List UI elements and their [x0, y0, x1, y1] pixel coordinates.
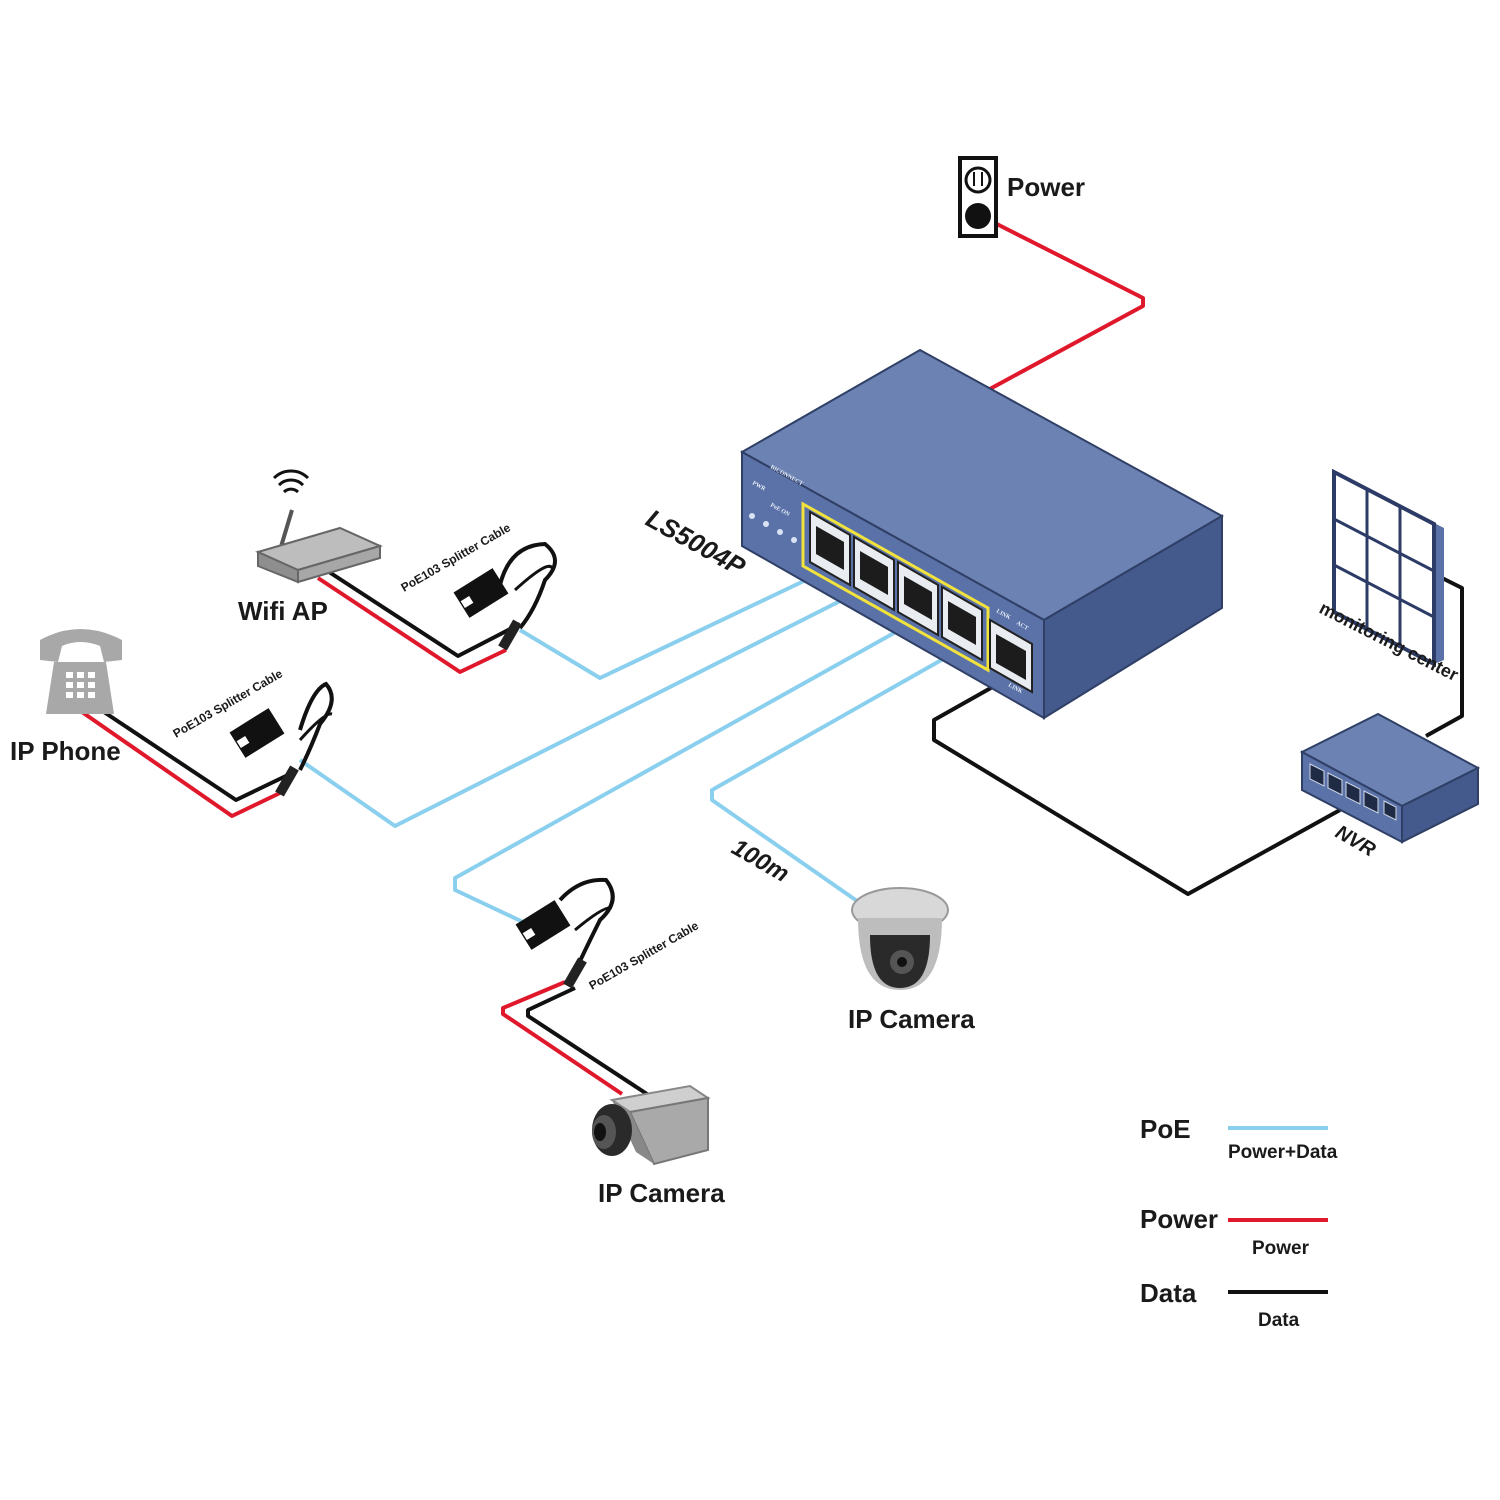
ip-camera-dome-label: IP Camera	[848, 1004, 975, 1034]
box-camera: IP Camera	[592, 1084, 725, 1208]
uplink-port[interactable]	[989, 618, 1033, 694]
box-camera-icon	[628, 1096, 709, 1166]
splitter-icon	[453, 568, 509, 618]
data-cable-box-camera	[526, 986, 652, 1098]
power-cable-box-camera	[501, 980, 624, 1096]
poe-port-2[interactable]	[853, 535, 895, 612]
led-2	[763, 521, 769, 527]
ip-phone: IP Phone	[10, 629, 122, 766]
legend-desc-poe: Power+Data	[1228, 1142, 1338, 1163]
power-outlet: Power	[958, 156, 1085, 238]
led-3	[777, 529, 783, 535]
telephone-icon	[40, 629, 122, 662]
data-cables	[102, 568, 1464, 1098]
poe-cable-phone	[298, 593, 853, 828]
monitoring-center: monitoring center	[1316, 468, 1462, 685]
nvr: NVR	[1299, 712, 1481, 862]
data-cable-nvr	[932, 678, 1341, 896]
power-cable-mains	[984, 216, 1145, 392]
ip-phone-label: IP Phone	[10, 736, 121, 766]
wifi-ap: Wifi AP	[238, 469, 383, 626]
poe-cable-box-camera	[453, 626, 904, 932]
switch-model-label: LS5004P	[641, 503, 751, 582]
poe-cable-wifi	[518, 578, 807, 680]
ip-camera-box-label: IP Camera	[598, 1178, 725, 1208]
poe-port-group-outline	[801, 501, 990, 673]
distance-label: 100m	[727, 834, 794, 888]
splitter-box-camera: PoE103 Splitter Cable	[515, 877, 702, 993]
dome-camera: IP Camera	[848, 887, 975, 1034]
power-cable-phone	[80, 710, 283, 818]
poe-switch: BICONNECT PWR PoE ON LINK ACT LINK	[641, 348, 1225, 720]
uplink-label-act: ACT	[1015, 621, 1029, 632]
legend-desc-power: Power	[1252, 1238, 1310, 1259]
poe-cables	[298, 578, 953, 932]
poe-port-4[interactable]	[941, 585, 983, 662]
poe-port-3[interactable]	[897, 560, 939, 637]
wifi-ap-label: Wifi AP	[238, 596, 328, 626]
legend-key-poe: PoE	[1140, 1114, 1191, 1144]
legend-key-data: Data	[1140, 1278, 1197, 1308]
legend-item-poe: PoE Power+Data	[1140, 1114, 1338, 1163]
power-cable-wifi	[316, 576, 507, 674]
data-cable-wifi	[324, 568, 521, 658]
data-cable-phone	[102, 710, 291, 802]
led-1	[749, 513, 755, 519]
splitter-label-3: PoE103 Splitter Cable	[587, 918, 702, 992]
splitter-icon-3	[515, 900, 571, 950]
poe-cable-dome-camera	[710, 652, 953, 912]
legend-key-power: Power	[1140, 1204, 1218, 1234]
power-cables	[80, 216, 1145, 1096]
led-4	[791, 537, 797, 543]
legend: PoE Power+Data Power Power Data Data	[1140, 1114, 1338, 1331]
power-label: Power	[1007, 172, 1085, 202]
legend-desc-data: Data	[1258, 1310, 1300, 1331]
poe-port-1[interactable]	[809, 510, 851, 587]
splitter-phone: PoE103 Splitter Cable	[171, 666, 334, 797]
legend-item-power: Power Power	[1140, 1204, 1328, 1259]
splitter-icon-2	[229, 708, 285, 758]
legend-item-data: Data Data	[1140, 1278, 1328, 1331]
